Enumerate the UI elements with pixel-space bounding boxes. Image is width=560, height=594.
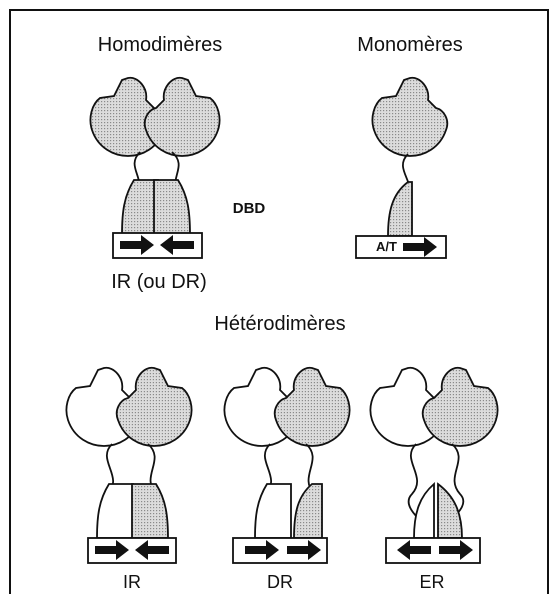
ir-ou-dr-label: IR (ou DR) [111, 271, 207, 293]
heterodimer-dr-group [223, 366, 351, 564]
ligand-binding-domain [371, 76, 449, 157]
dbd-right [293, 483, 323, 539]
dbd-left [121, 179, 159, 235]
heterodimer-ir-group [65, 366, 193, 564]
heterodimer-er-group [369, 366, 499, 564]
er-label: ER [419, 572, 445, 592]
dbd-right [131, 483, 169, 539]
monomer-box-label: A/T [376, 239, 397, 254]
dr-label: DR [267, 572, 293, 592]
dbd-left [96, 483, 134, 539]
hinge-left [407, 443, 419, 519]
monomer-group [355, 76, 449, 259]
homodimeres-label: Homodimères [97, 34, 223, 56]
heterodimeres-label: Hétérodimères [214, 313, 346, 335]
diagram-frame [9, 9, 549, 594]
ligand-binding-domain-right [143, 76, 221, 157]
dbd-right [153, 179, 191, 235]
ir-label: IR [123, 572, 141, 592]
ligand-binding-domain-shaded [115, 366, 193, 447]
homodimer-group [89, 76, 221, 259]
dbd [387, 181, 413, 237]
monomeres-label: Monomères [357, 34, 463, 56]
ligand-binding-domain-shaded [273, 366, 351, 447]
dbd-label: DBD [232, 200, 266, 217]
ligand-binding-domain-shaded [421, 366, 499, 447]
dbd-left [254, 483, 292, 539]
response-element-box [355, 235, 447, 259]
dbd-left [413, 482, 435, 539]
